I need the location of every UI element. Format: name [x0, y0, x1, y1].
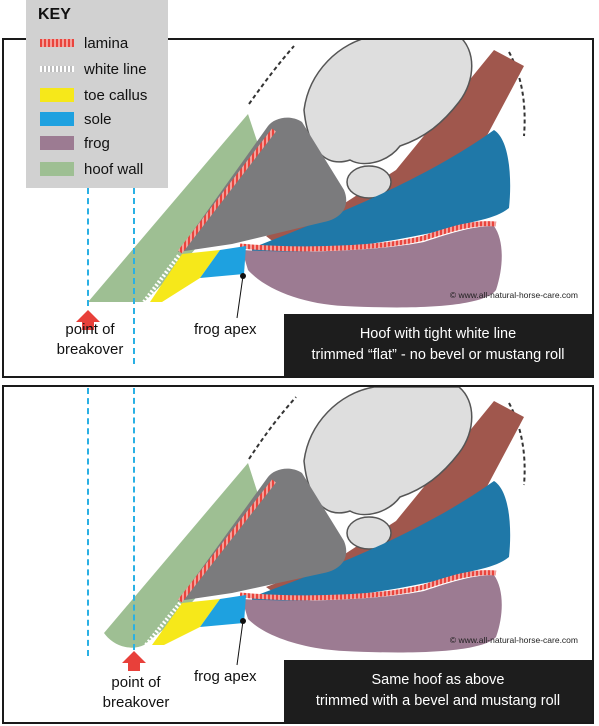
- short-pastern-bone: [303, 40, 473, 165]
- white-line: [144, 601, 182, 647]
- sole-front: [200, 595, 246, 627]
- panel-flat-trim: © www.all-natural-horse-care.com frog ap…: [2, 38, 594, 378]
- legend-item-lamina: lamina: [40, 32, 128, 54]
- copyright-credit: © www.all-natural-horse-care.com: [449, 290, 578, 300]
- coffin-bone: [178, 468, 347, 601]
- white-line-swatch: [40, 66, 74, 72]
- legend-label: hoof wall: [84, 160, 144, 178]
- legend-label: lamina: [84, 34, 129, 52]
- guide-line-left-top: [87, 188, 89, 306]
- lamina-swatch: [40, 39, 74, 47]
- breakover-arrow: [76, 310, 100, 330]
- legend-item-white-line: white line: [40, 58, 147, 80]
- breakover-label-line2: breakover: [102, 694, 170, 711]
- white-line: [142, 252, 182, 304]
- frog-apex-pointer: [236, 275, 244, 319]
- hoof-diagram-bevel: [104, 387, 526, 671]
- hoof-diagram-flat: [76, 40, 526, 330]
- legend-item-sole: sole: [40, 108, 112, 130]
- legend-item-frog: frog: [40, 132, 110, 154]
- frog-apex-label: frog apex: [194, 668, 257, 685]
- frog-apex-label: frog apex: [194, 321, 257, 338]
- navicular-bone: [346, 516, 392, 550]
- legend-label: white line: [84, 60, 147, 78]
- sole-back: [252, 130, 511, 256]
- front-lamina: [178, 128, 276, 254]
- toe-callus: [150, 250, 220, 302]
- hoof-wall: [88, 114, 266, 302]
- toe-callus-swatch: [40, 88, 74, 102]
- navicular-bone: [346, 165, 392, 199]
- breakover-arrow: [122, 651, 146, 671]
- sole-swatch: [40, 112, 74, 126]
- guide-line-right-bottom: [133, 388, 135, 650]
- coffin-bone: [178, 117, 347, 253]
- caption-line1: Hoof with tight white line: [359, 326, 517, 342]
- legend-label: frog: [84, 134, 110, 152]
- panel-bevel-trim: © www.all-natural-horse-care.com frog ap…: [2, 385, 594, 724]
- hoof-wall-beveled: [104, 463, 266, 648]
- breakover-label: point of breakover: [94, 673, 178, 713]
- legend-title: KEY: [38, 6, 71, 23]
- front-lamina: [178, 479, 276, 603]
- legend-label: sole: [84, 110, 112, 128]
- frog: [242, 226, 502, 308]
- guide-line-left-bottom: [87, 388, 89, 656]
- guide-line-right-top: [133, 188, 135, 364]
- legend-label: toe callus: [84, 86, 148, 104]
- breakover-label: point of breakover: [48, 320, 132, 360]
- breakover-label-line1: point of: [111, 674, 161, 691]
- caption-line1: Same hoof as above: [371, 672, 505, 688]
- caption-line2: trimmed “flat” - no bevel or mustang rol…: [311, 347, 565, 363]
- hoof-wall-swatch: [40, 162, 74, 176]
- lamina-band: [239, 570, 497, 601]
- legend-item-hoof-wall: hoof wall: [40, 158, 143, 180]
- caption-line2: trimmed with a bevel and mustang roll: [315, 693, 561, 709]
- copyright-credit: © www.all-natural-horse-care.com: [449, 635, 578, 645]
- short-pastern-bone: [303, 387, 473, 516]
- legend-key: KEY lamina white line toe callus sole fr…: [26, 0, 168, 188]
- breakover-label-line1: point of: [65, 321, 115, 338]
- frog-apex-pointer: [236, 620, 244, 666]
- sole-front: [200, 246, 246, 278]
- legend-item-toe-callus: toe callus: [40, 84, 147, 106]
- toe-callus: [152, 599, 220, 645]
- lamina-band: [239, 221, 497, 252]
- breakover-label-line2: breakover: [56, 341, 124, 358]
- caption-bevel-trim: Same hoof as above trimmed with a bevel …: [284, 660, 592, 722]
- frog: [242, 575, 502, 653]
- caption-flat-trim: Hoof with tight white line trimmed “flat…: [284, 314, 592, 376]
- frog-swatch: [40, 136, 74, 150]
